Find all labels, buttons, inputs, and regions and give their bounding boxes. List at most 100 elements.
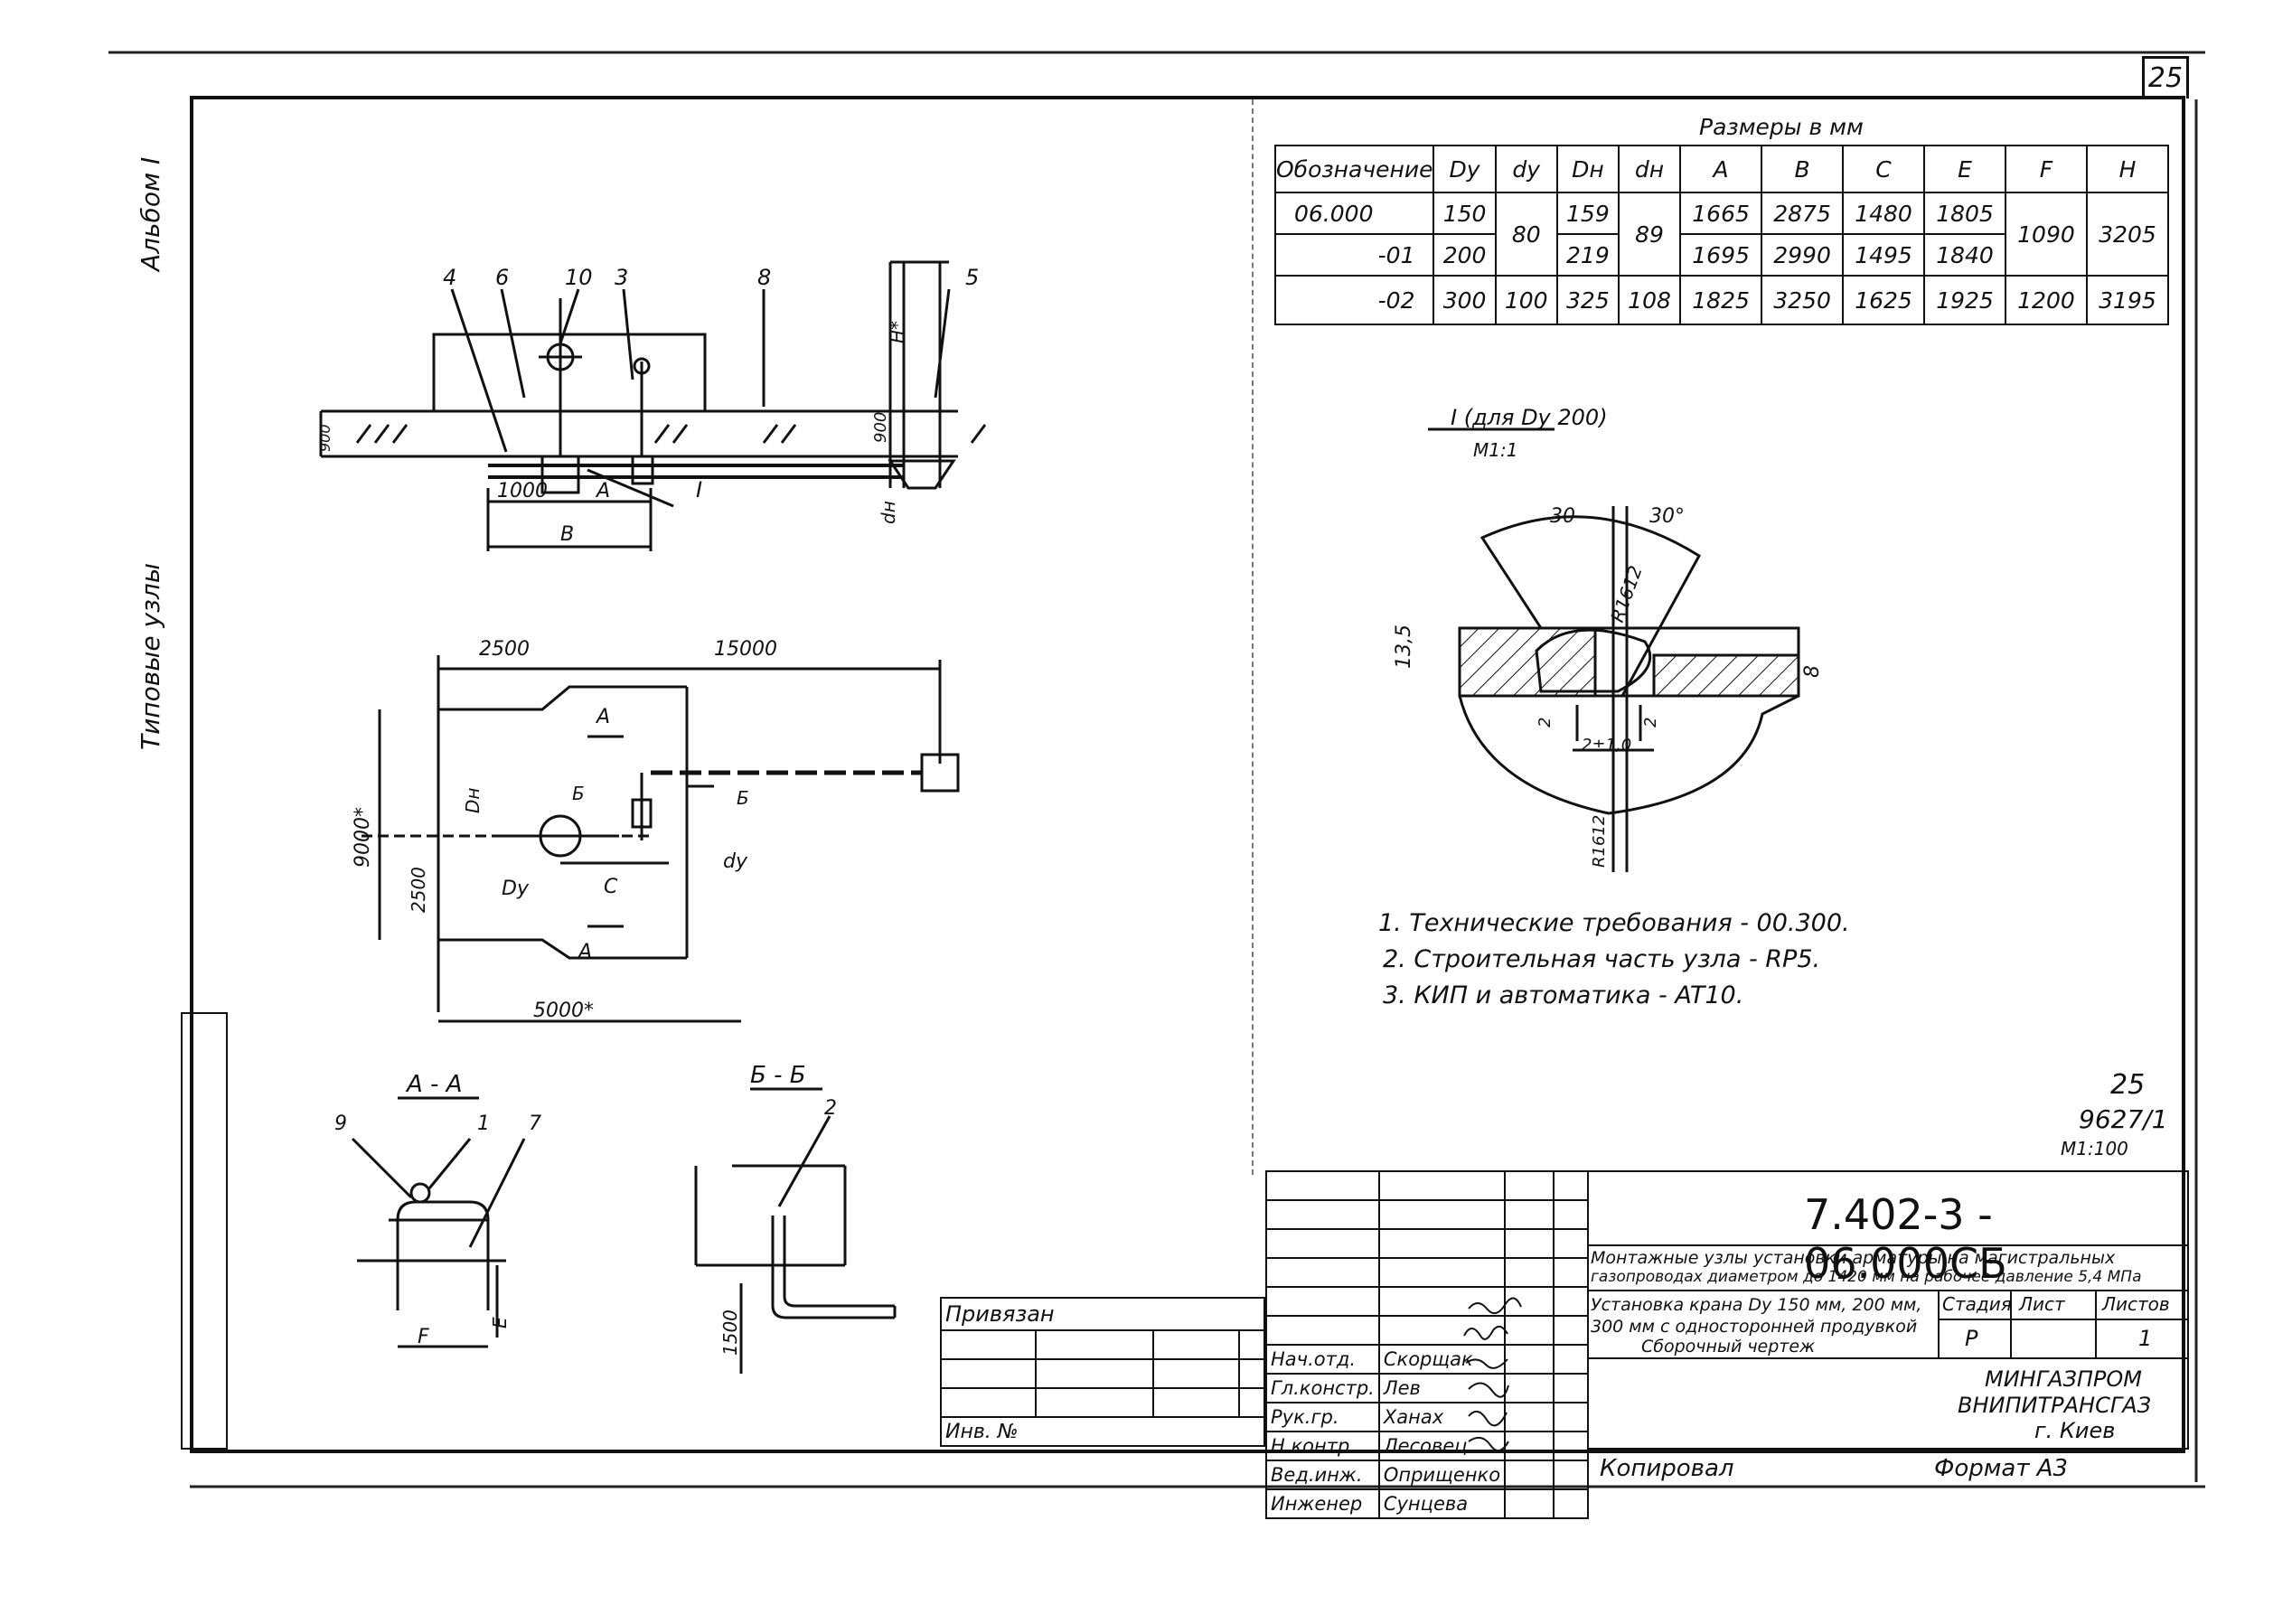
person: Лев	[1377, 1373, 1507, 1403]
org-line-3: г. Киев	[2034, 1418, 2116, 1443]
cell: 1200	[2004, 275, 2088, 325]
cell: 100	[1494, 275, 1558, 325]
cell: 219	[1555, 233, 1620, 277]
cell: 1480	[1842, 192, 1926, 235]
col-header: Dн	[1555, 145, 1620, 193]
dims-caption: Размеры в мм	[1699, 114, 1864, 140]
dim-9000: 9000*	[352, 807, 374, 868]
section-bb-title: Б - Б	[750, 1062, 806, 1089]
stamp-number: 25	[2110, 1069, 2145, 1101]
col-header: B	[1761, 145, 1845, 193]
label-b-right: Б	[737, 787, 749, 809]
stage-value: P	[1965, 1326, 1978, 1351]
angle-left: 30	[1550, 505, 1575, 528]
cell: 2990	[1761, 233, 1845, 277]
col-header: dн	[1617, 145, 1682, 193]
col-header: C	[1842, 145, 1926, 193]
dim-900: 900	[871, 412, 890, 443]
dim-2a: 2	[1536, 718, 1555, 728]
col-header: F	[2004, 145, 2088, 193]
cell: -01	[1273, 233, 1435, 277]
cell: 1840	[1923, 233, 2006, 277]
sheet-header: Лист	[2019, 1293, 2065, 1315]
elevation-view	[319, 260, 987, 551]
cell: 2875	[1761, 192, 1845, 235]
col-header: Dy	[1432, 145, 1497, 193]
callout-10: 10	[565, 265, 593, 290]
section-aa-title: A - A	[405, 1071, 462, 1098]
stage-header: Стадия	[1942, 1293, 2012, 1315]
person: Сунцева	[1377, 1488, 1507, 1519]
cell: 1925	[1923, 275, 2006, 325]
stamp-scale: M1:100	[2061, 1138, 2128, 1159]
dim-thickness: 13,5	[1393, 624, 1415, 669]
callout-8: 8	[757, 265, 771, 290]
dim-i: I	[696, 477, 702, 502]
cell: 300	[1432, 275, 1497, 325]
role-row: Гл.констр. Лев	[1265, 1373, 1589, 1403]
label-c: C	[604, 876, 618, 898]
bound-label: Привязан	[940, 1297, 1265, 1331]
sub-line-2: 300 мм с односторонней продувкой	[1591, 1317, 1918, 1337]
label-f: F	[418, 1326, 429, 1348]
callout-3: 3	[615, 265, 628, 290]
cell: 1090	[2004, 192, 2088, 277]
col-header: Обозначение	[1273, 145, 1435, 193]
col-header: dy	[1494, 145, 1558, 193]
cell: 1695	[1679, 233, 1763, 277]
person: Оприщенко	[1377, 1460, 1507, 1490]
label-a-top: A	[595, 706, 610, 728]
callout-6: 6	[495, 265, 509, 290]
dim-2500-v: 2500	[408, 867, 429, 913]
person: Лесовец	[1377, 1431, 1507, 1461]
cell: 150	[1432, 192, 1497, 235]
title-main: 7.402-3 - 06.000СБ Монтажные узлы устано…	[1587, 1170, 2189, 1450]
copy-label: Копировал	[1600, 1455, 1734, 1482]
table-row: -02 300 100 325 108 1825 3250 1625 1925 …	[1273, 275, 2170, 325]
cell: 159	[1555, 192, 1620, 235]
page-number: 25	[2147, 62, 2184, 94]
cell: 1665	[1679, 192, 1763, 235]
dim-gap: 2±1,0	[1582, 736, 1631, 755]
col-header: H	[2085, 145, 2170, 193]
dim-dn: dн	[878, 501, 899, 524]
cell: 3195	[2085, 275, 2170, 325]
sheets-header: Листов	[2102, 1293, 2170, 1315]
angle-right: 30°	[1649, 505, 1685, 528]
desc-line-1: Монтажные узлы установки арматуры на маг…	[1591, 1248, 2116, 1268]
table-row: 06.000 150 80 159 89 1665 2875 1480 1805…	[1273, 192, 2170, 277]
col-header: E	[1923, 145, 2006, 193]
label-e: E	[489, 1317, 511, 1328]
sheet-border-lines	[108, 51, 2205, 1488]
cell: 325	[1555, 275, 1620, 325]
col-header: A	[1679, 145, 1763, 193]
format-label: Формат A3	[1934, 1455, 2068, 1482]
cell: 80	[1494, 192, 1558, 277]
role: Нач.отд.	[1265, 1344, 1380, 1375]
role: Гл.констр.	[1265, 1373, 1380, 1403]
cell: 89	[1617, 192, 1682, 277]
dims-table: Обозначение Dy dy Dн dн A B C E F H 06.0…	[1273, 145, 2170, 325]
callout-5: 5	[965, 265, 979, 290]
dim-2b: 2	[1641, 718, 1660, 728]
sub-line-1: Установка крана Dy 150 мм, 200 мм,	[1591, 1295, 1922, 1315]
sheets-value: 1	[2138, 1326, 2153, 1351]
side-stamp-strip	[181, 1012, 228, 1450]
label-a-bottom: A	[577, 941, 592, 963]
revision-grid: Нач.отд. Скорщак Гл.констр. Лев Рук.гр. …	[1265, 1170, 1589, 1519]
label-dy-small: dy	[723, 850, 748, 873]
callout-4: 4	[443, 265, 456, 290]
cell: 3250	[1761, 275, 1845, 325]
org-line-2: ВНИПИТРАНСГАЗ	[1958, 1393, 2151, 1418]
callout-9: 9	[334, 1112, 347, 1135]
role-row: Рук.гр. Ханах	[1265, 1402, 1589, 1432]
dim-2500: 2500	[479, 638, 530, 661]
role: Рук.гр.	[1265, 1402, 1380, 1432]
note-3: 3. КИП и автоматика - AT10.	[1383, 981, 1743, 1009]
role: Н.контр.	[1265, 1431, 1380, 1461]
cell: 3205	[2085, 192, 2170, 277]
cell: 1495	[1842, 233, 1926, 277]
dim-1000: 1000	[497, 480, 548, 502]
desc-line-2: газопроводах диаметром до 1420 мм на раб…	[1591, 1268, 2142, 1286]
